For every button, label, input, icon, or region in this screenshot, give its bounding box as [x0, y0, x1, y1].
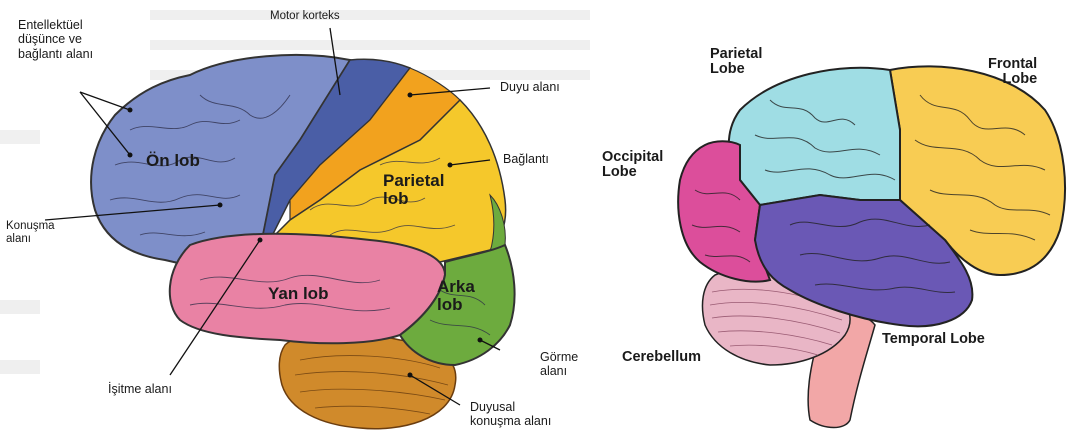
right-cerebellum-label: Cerebellum — [622, 350, 701, 365]
intellectual-area-label: Entellektüel düşünce ve bağlantı alanı — [18, 18, 93, 61]
temporal-lobe-label: Yan lob — [268, 285, 328, 303]
frontal-lobe-label: Ön lob — [146, 152, 200, 170]
right-brain-diagram: Parietal Lobe Frontal Lobe Occipital Lob… — [600, 0, 1070, 446]
visual-area-label: Görme alanı — [540, 350, 578, 379]
right-temporal-label: Temporal Lobe — [882, 332, 985, 347]
right-parietal-label: Parietal Lobe — [710, 47, 762, 77]
left-brain-diagram: Entellektüel düşünce ve bağlantı alanı M… — [0, 0, 600, 446]
connection-label: Bağlantı — [503, 152, 549, 166]
parietal-lobe-label: Parietal lob — [383, 172, 444, 208]
occipital-lobe-label: Arka lob — [437, 278, 475, 314]
motor-cortex-label: Motor korteks — [270, 10, 340, 23]
right-frontal-label: Frontal Lobe — [988, 57, 1037, 87]
right-occipital-label: Occipital Lobe — [602, 150, 663, 180]
sensory-area-label: Duyu alanı — [500, 80, 560, 94]
sensory-speech-label: Duyusal konuşma alanı — [470, 400, 551, 429]
hearing-area-label: İşitme alanı — [108, 382, 172, 396]
left-brain-drawing — [0, 0, 600, 446]
speech-area-label: Konuşma alanı — [6, 220, 55, 246]
right-parietal-region — [729, 68, 900, 205]
